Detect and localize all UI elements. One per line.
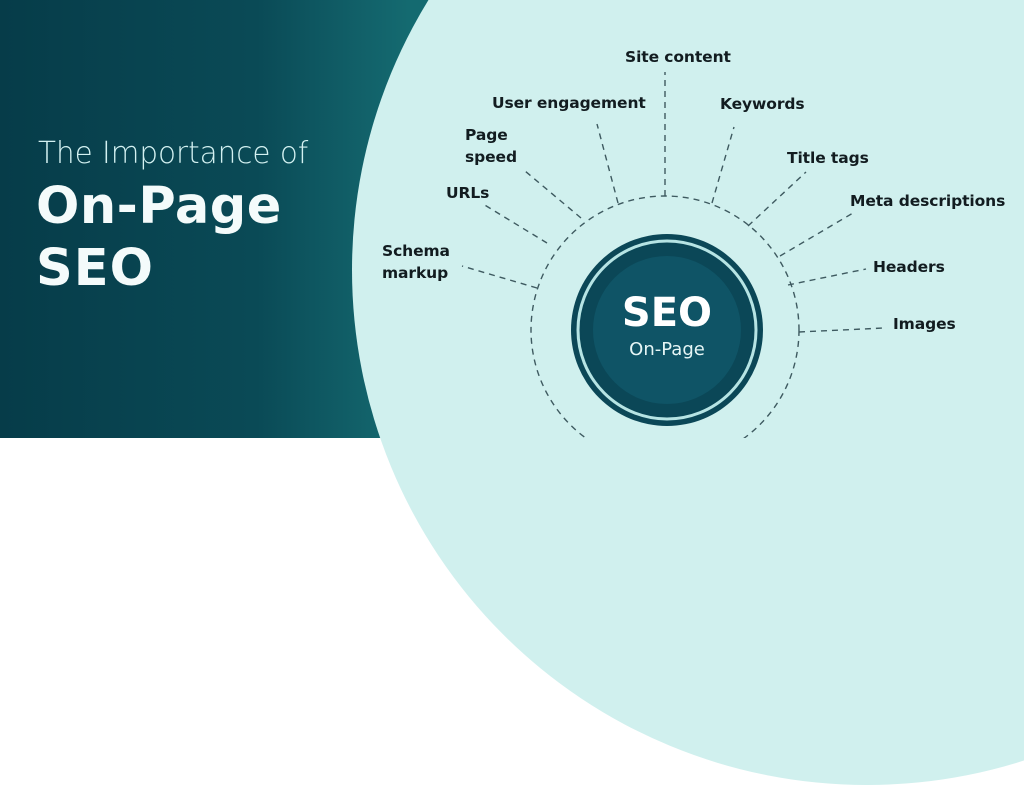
factor-label-line: Site content (625, 48, 731, 66)
badge-title: SEO (621, 290, 713, 336)
connector-images (798, 327, 885, 333)
factor-headers: Headers (873, 256, 945, 278)
factor-label-line: Meta descriptions (850, 192, 1006, 210)
headline-line2: SEO (36, 239, 154, 298)
badge-subtitle: On-Page (629, 339, 705, 360)
connector-diagram (461, 72, 885, 438)
factor-page-speed: Page speed (465, 124, 517, 168)
factor-keywords: Keywords (720, 93, 805, 115)
connector-meta-descriptions (779, 212, 854, 257)
connector-title-tags (747, 171, 807, 227)
factor-images: Images (893, 313, 956, 335)
factor-schema-markup: Schema markup (382, 240, 450, 284)
headline-line1: On-Page (36, 177, 282, 236)
connector-page-speed (524, 170, 582, 219)
connector-keywords (711, 126, 735, 204)
factor-meta-descriptions: Meta descriptions (850, 190, 1005, 212)
factor-title-tags: Title tags (787, 147, 869, 169)
factor-label-line: Keywords (720, 95, 805, 113)
factor-label-line: URLs (446, 184, 490, 202)
factor-label-line: Images (893, 315, 956, 333)
factor-label-line: Schema (382, 242, 450, 260)
factor-user-engagement: User engagement (492, 92, 646, 114)
factor-label-line: speed (465, 148, 517, 166)
connector-user-engagement (596, 123, 619, 204)
factor-label-line: Headers (873, 258, 945, 276)
factor-label-line: Page (465, 126, 508, 144)
connector-urls (482, 203, 548, 244)
factor-label-line: User engagement (492, 94, 646, 112)
factor-urls: URLs (446, 182, 489, 204)
factor-label-line: markup (382, 264, 449, 282)
factor-label-line: Title tags (787, 149, 869, 167)
seo-badge-disk (571, 234, 763, 426)
connector-schema-markup (461, 265, 538, 289)
headline-intro: The Importance of (38, 136, 309, 171)
factor-site-content: Site content (625, 46, 731, 68)
connector-headers (787, 268, 867, 286)
